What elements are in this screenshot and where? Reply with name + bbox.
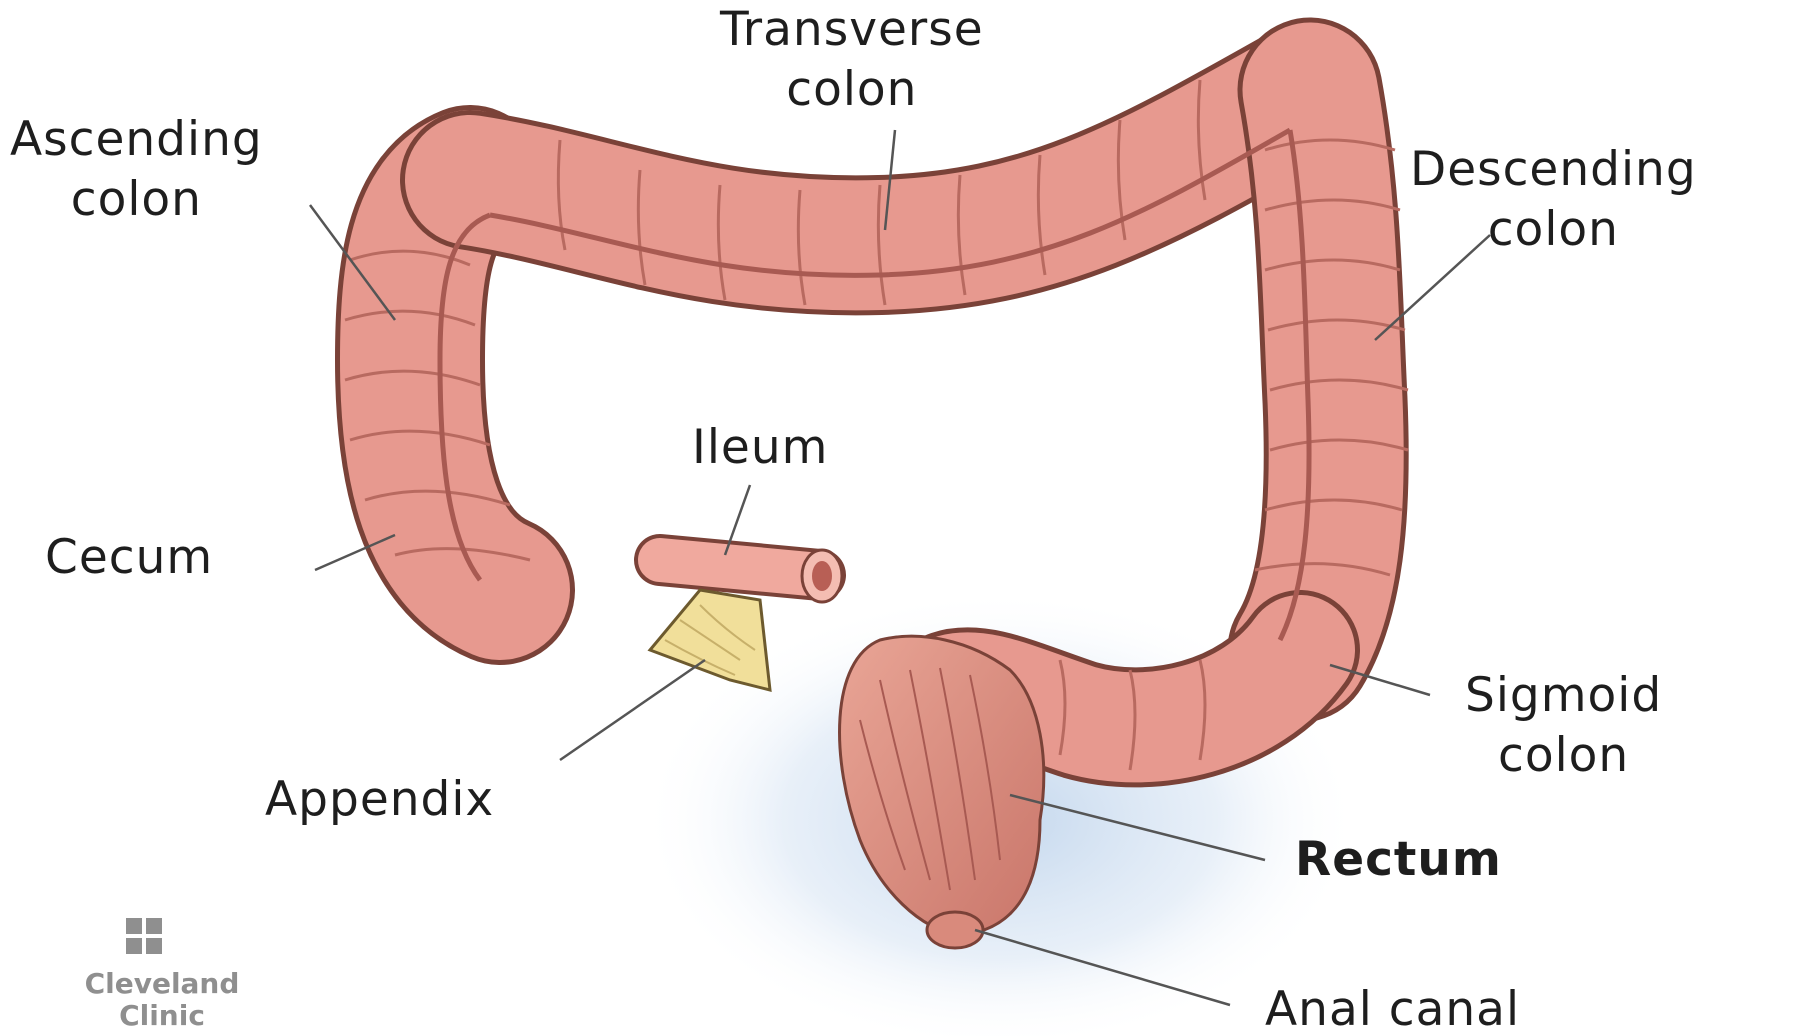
logo-line-1: Cleveland xyxy=(52,968,272,1000)
cleveland-clinic-logo: Cleveland Clinic xyxy=(52,912,272,1032)
ileum-label: Ileum xyxy=(692,418,828,478)
rectum-label: Rectum xyxy=(1295,830,1502,890)
logo-line-2: Clinic xyxy=(52,1000,272,1032)
ileum-shape xyxy=(660,550,842,602)
sigmoid-colon-label: Sigmoid colon xyxy=(1465,666,1662,786)
cecum-label: Cecum xyxy=(45,528,213,588)
ascending-colon-label: Ascending colon xyxy=(10,110,263,230)
anal-canal-shape xyxy=(927,912,983,948)
appendix-label: Appendix xyxy=(265,770,494,830)
transverse-colon-label: Transverse colon xyxy=(720,0,984,120)
anal-canal-label: Anal canal xyxy=(1265,980,1520,1036)
descending-colon-label: Descending colon xyxy=(1410,140,1697,260)
